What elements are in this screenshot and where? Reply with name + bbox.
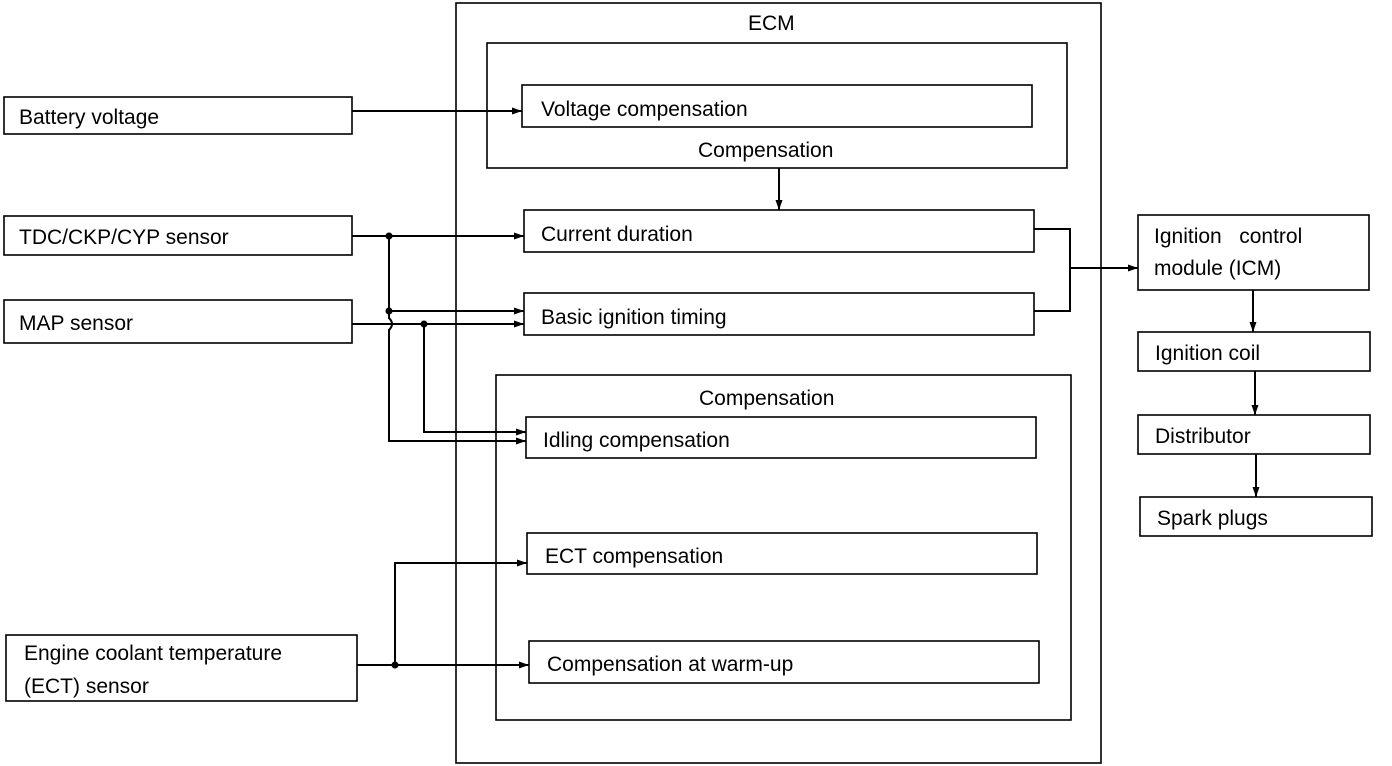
junction-dot xyxy=(420,320,428,328)
junction-dot xyxy=(385,307,393,315)
idling-compensation-label: Idling compensation xyxy=(543,429,730,452)
map-sensor-label: MAP sensor xyxy=(19,312,133,335)
spark-plugs-label: Spark plugs xyxy=(1157,507,1268,530)
junction-dot xyxy=(385,232,393,240)
battery-voltage-label: Battery voltage xyxy=(19,106,159,129)
icm-box: Ignition control module (ICM) xyxy=(1137,214,1370,291)
voltage-compensation-group xyxy=(486,42,1068,169)
current-duration-label: Current duration xyxy=(541,223,693,246)
current-duration-box: Current duration xyxy=(523,209,1035,253)
idling-compensation-box: Idling compensation xyxy=(525,416,1037,459)
voltage-compensation-group-label: Compensation xyxy=(698,139,833,162)
distributor-box: Distributor xyxy=(1137,414,1371,455)
current-duration-output-line xyxy=(1034,228,1071,312)
ecm-frame xyxy=(455,2,1102,764)
tdc-ckp-cyp-sensor-label: TDC/CKP/CYP sensor xyxy=(19,226,229,249)
ect-sensor-box: Engine coolant temperature (ECT) sensor xyxy=(5,634,358,702)
battery-voltage-box: Battery voltage xyxy=(3,96,353,135)
ect-sensor-to-ect-comp-arrow xyxy=(394,559,527,665)
distributor-label: Distributor xyxy=(1155,425,1251,448)
ecm-title: ECM xyxy=(748,12,795,35)
icm-label-line1: Ignition control xyxy=(1154,225,1302,248)
basic-ignition-timing-label: Basic ignition timing xyxy=(541,306,727,329)
tdc-ckp-cyp-sensor-box: TDC/CKP/CYP sensor xyxy=(3,215,353,256)
map-to-idling-arrow xyxy=(423,324,526,436)
tdc-vertical-bus xyxy=(388,236,526,445)
icm-label-line2: module (ICM) xyxy=(1154,257,1281,280)
spark-plugs-box: Spark plugs xyxy=(1139,496,1373,537)
ignition-coil-label: Ignition coil xyxy=(1155,342,1260,365)
ect-sensor-label-line2: (ECT) sensor xyxy=(24,675,149,698)
voltage-compensation-label: Voltage compensation xyxy=(541,98,748,121)
voltage-compensation-box: Voltage compensation xyxy=(521,84,1033,128)
basic-ignition-timing-box: Basic ignition timing xyxy=(523,292,1035,336)
ect-compensation-label: ECT compensation xyxy=(545,545,723,568)
ect-compensation-box: ECT compensation xyxy=(526,532,1038,575)
warmup-compensation-label: Compensation at warm-up xyxy=(547,653,793,676)
ignition-coil-box: Ignition coil xyxy=(1137,331,1371,372)
ect-sensor-label-line1: Engine coolant temperature xyxy=(24,642,282,665)
junction-dot xyxy=(391,661,399,669)
warmup-compensation-box: Compensation at warm-up xyxy=(528,640,1040,684)
map-sensor-box: MAP sensor xyxy=(3,299,353,344)
compensation-group-label: Compensation xyxy=(699,387,834,410)
compensation-group xyxy=(495,374,1072,721)
